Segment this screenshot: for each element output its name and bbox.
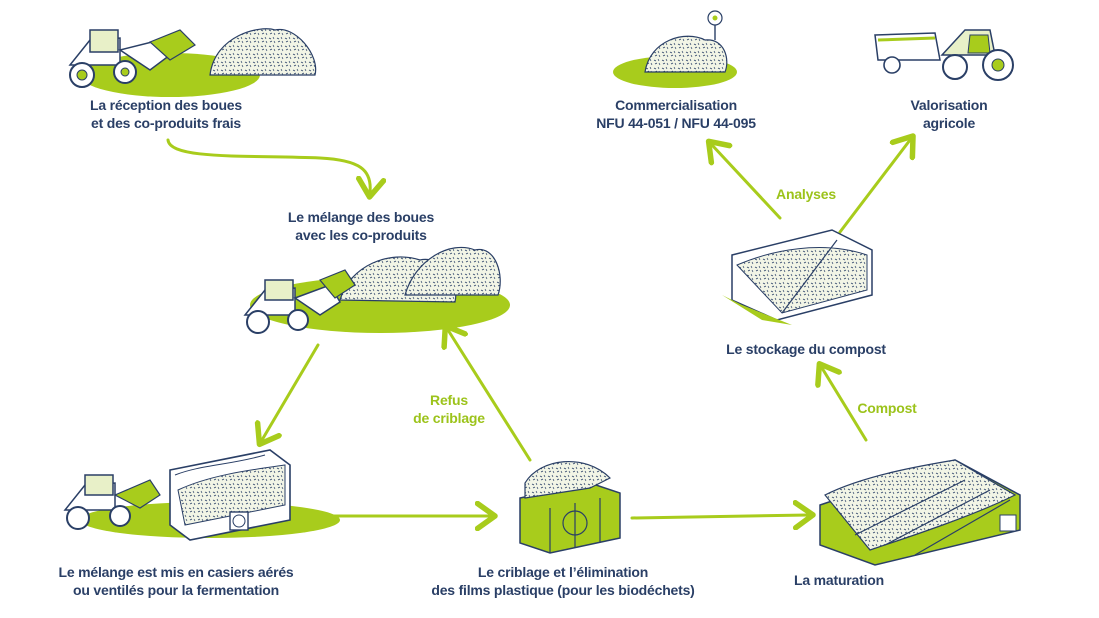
compost-pile-flower-icon (613, 10, 737, 88)
maturation-line1: La maturation (794, 572, 884, 588)
screening-machine-icon (519, 460, 621, 554)
arrow-maturation-to-stockage (822, 368, 868, 442)
analyses-text: Analyses (776, 186, 836, 202)
reception-line2: et des co-produits frais (90, 115, 242, 131)
commercialisation-line1: Commercialisation (615, 97, 737, 113)
refus-line2: de criblage (413, 410, 485, 426)
label-melange: Le mélange des boues avec les co-produit… (288, 208, 434, 244)
arrow-melange-to-casiers (262, 343, 320, 440)
melange-line1: Le mélange des boues (287, 209, 435, 225)
reception-line1: La réception des boues (90, 97, 242, 113)
annotation-refus: Refus de criblage (413, 391, 485, 427)
criblage-line1: Le criblage et l’élimination (477, 564, 649, 580)
arrow-stockage-to-valorisation (838, 140, 910, 234)
valorisation-line1: Valorisation (910, 97, 988, 113)
loader-icon (68, 28, 317, 97)
aerated-bins-icon (63, 449, 340, 541)
label-criblage: Le criblage et l’élimination des films p… (431, 563, 694, 599)
arrow-stockage-to-commercialisation (712, 145, 782, 220)
casiers-line1: Le mélange est mis en casiers aérés (58, 564, 294, 580)
arrow-reception-to-melange (166, 138, 370, 192)
valorisation-line2: agricole (922, 115, 976, 131)
arrow-refus-to-melange (448, 330, 532, 462)
annotation-compost: Compost (857, 399, 916, 417)
label-reception: La réception des boues et des co-produit… (90, 96, 242, 132)
arrow-criblage-to-maturation (630, 515, 808, 518)
storage-bin-icon (722, 229, 873, 325)
casiers-line2: ou ventilés pour la fermentation (73, 582, 279, 598)
label-stockage: Le stockage du compost (726, 340, 886, 358)
compost-text: Compost (857, 400, 917, 416)
melange-line2: avec les co-produits (295, 227, 427, 243)
stockage-line1: Le stockage du compost (726, 341, 886, 357)
label-commercialisation: Commercialisation NFU 44-051 / NFU 44-09… (596, 96, 756, 132)
label-maturation: La maturation (794, 571, 884, 589)
mixing-scene-icon (243, 246, 510, 334)
refus-line1: Refus (430, 392, 468, 408)
label-valorisation: Valorisation agricole (911, 96, 988, 132)
maturation-bins-icon (819, 459, 1021, 566)
annotation-analyses: Analyses (776, 185, 836, 203)
criblage-line2: des films plastique (pour les biodéchets… (431, 582, 695, 598)
commercialisation-line2: NFU 44-051 / NFU 44-095 (596, 115, 756, 131)
tractor-trailer-icon (874, 29, 1014, 81)
label-casiers: Le mélange est mis en casiers aérés ou v… (58, 563, 293, 599)
